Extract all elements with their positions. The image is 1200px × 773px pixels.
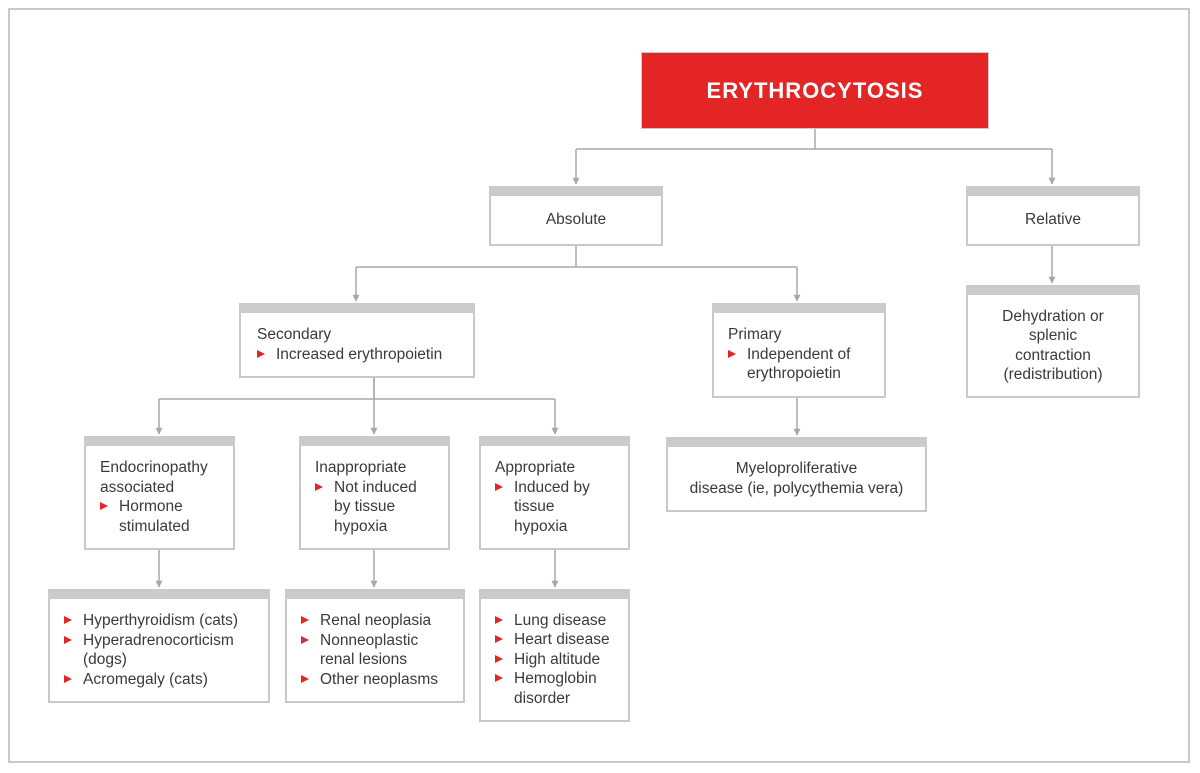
inappropriate-item-line: Not induced [315, 478, 434, 498]
relative-node: Relative [966, 186, 1140, 246]
relative-cause-line: splenic [1028, 327, 1078, 344]
root-title: ERYTHROCYTOSIS [706, 77, 924, 103]
endocrinopathy-item-line: Hormone [100, 497, 219, 517]
appropriate-item-line: tissue [514, 498, 555, 515]
inappropriate-cause: Other neoplasms [301, 670, 449, 690]
primary-title: Primary [728, 326, 782, 344]
inappropriate-item-line: by tissue [334, 498, 396, 515]
endocrine-cause: Acromegaly (cats) [64, 670, 254, 690]
secondary-title: Secondary [257, 326, 332, 343]
inappropriate-node: Inappropriate Not induced by tissue hypo… [299, 436, 450, 550]
appropriate-title: Appropriate [495, 459, 576, 476]
absolute-label: Absolute [545, 211, 607, 229]
diagram-frame [8, 8, 1190, 763]
relative-cause-node: Dehydration or splenic contraction (redi… [966, 285, 1140, 398]
primary-node: Primary Independent of erythropoietin [712, 303, 886, 398]
endocrine-causes-node: Hyperthyroidism (cats) Hyperadrenocortic… [48, 589, 270, 703]
inappropriate-cause: Renal neoplasia [301, 611, 449, 631]
endocrinopathy-node: Endocrinopathy associated Hormone stimul… [84, 436, 235, 550]
endocrinopathy-item-line: stimulated [119, 517, 190, 535]
relative-cause-line: contraction [1015, 346, 1091, 364]
inappropriate-cause-cont: renal lesions [320, 651, 408, 668]
secondary-node: Secondary Increased erythropoietin [239, 303, 475, 378]
appropriate-cause: Heart disease [495, 630, 614, 650]
absolute-node: Absolute [489, 186, 663, 246]
appropriate-cause: Lung disease [495, 611, 614, 631]
secondary-item: Increased erythropoietin [257, 345, 459, 365]
relative-label: Relative [1025, 211, 1081, 229]
appropriate-causes-node: Lung disease Heart disease High altitude… [479, 589, 630, 722]
primary-item-line: Independent of [728, 345, 870, 365]
inappropriate-causes-node: Renal neoplasia Nonneoplastic renal lesi… [285, 589, 465, 703]
endocrine-cause-cont: (dogs) [83, 651, 127, 668]
appropriate-item-line: hypoxia [514, 517, 568, 535]
inappropriate-title: Inappropriate [315, 459, 407, 476]
inappropriate-cause: Nonneoplastic [301, 631, 449, 651]
appropriate-cause: High altitude [495, 650, 614, 670]
endocrinopathy-title-line: associated [100, 478, 175, 496]
relative-cause-line: (redistribution) [1003, 366, 1103, 383]
appropriate-item-line: Induced by [495, 478, 614, 498]
appropriate-cause-cont: disorder [514, 689, 570, 707]
primary-item-line: erythropoietin [747, 365, 841, 383]
relative-cause-line: Dehydration or [1002, 307, 1104, 325]
inappropriate-item-line: hypoxia [334, 517, 388, 535]
endocrine-cause: Hyperthyroidism (cats) [64, 611, 254, 631]
endocrinopathy-title-line: Endocrinopathy [100, 459, 208, 476]
primary-cause-line: disease (ie, polycythemia vera) [689, 479, 904, 497]
endocrine-cause: Hyperadrenocorticism [64, 631, 254, 651]
primary-cause-node: Myeloproliferative disease (ie, polycyth… [666, 437, 927, 512]
primary-cause-line: Myeloproliferative [735, 460, 858, 477]
erythrocytosis-node: ERYTHROCYTOSIS [641, 52, 989, 129]
appropriate-node: Appropriate Induced by tissue hypoxia [479, 436, 630, 550]
appropriate-cause: Hemoglobin [495, 669, 614, 689]
